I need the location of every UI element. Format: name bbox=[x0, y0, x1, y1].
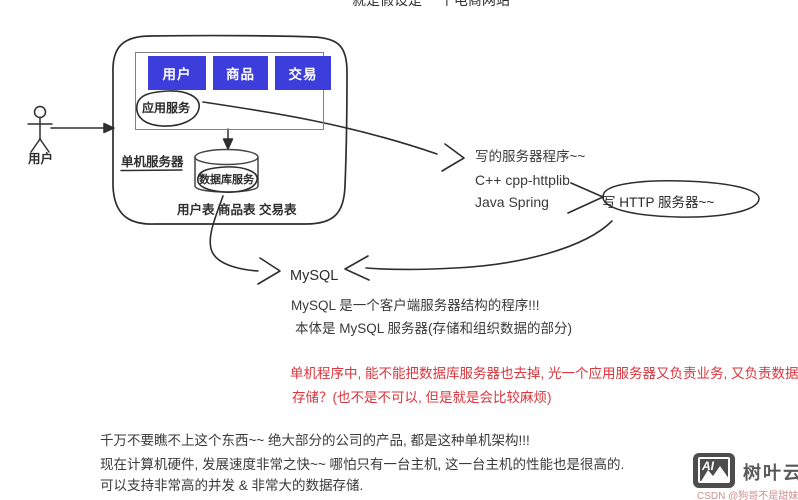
server-box-label: 单机服务器 bbox=[121, 155, 184, 169]
arrow-user-to-server bbox=[50, 122, 115, 134]
arrow-notes-to-http bbox=[567, 182, 604, 214]
page-title: 就是假设是 一个电商网站 bbox=[352, 0, 510, 8]
server-label-underline bbox=[120, 169, 183, 172]
actor-stick-figure bbox=[27, 105, 53, 153]
arrow-app-to-db bbox=[222, 128, 234, 150]
app-service-rect bbox=[135, 52, 324, 130]
note-cpp-httplib: C++ cpp-httplib bbox=[475, 172, 570, 188]
http-server-label: 写 HTTP 服务器~~ bbox=[602, 195, 715, 210]
brand-logo-icon: AI bbox=[693, 453, 735, 488]
app-service-label: 应用服务 bbox=[142, 101, 191, 115]
footer-note-line1: 千万不要瞧不上这个东西~~ 绝大部分的公司的产品, 都是这种单机架构!!! bbox=[100, 433, 530, 448]
note-server-program: 写的服务器程序~~ bbox=[475, 149, 586, 164]
csdn-watermark: CSDN @狗哥不是甜妹 bbox=[697, 491, 798, 500]
footer-note-line3: 可以支持非常高的并发 & 非常大的数据存储. bbox=[100, 478, 364, 493]
module-box-goods: 商品 bbox=[213, 56, 268, 90]
ai-logo-text: AI bbox=[702, 459, 714, 473]
footer-note-line2: 现在计算机硬件, 发展速度非常之快~~ 哪怕只有一台主机, 这一台主机的性能也是… bbox=[100, 457, 625, 472]
module-label-goods: 商品 bbox=[226, 67, 255, 82]
actor-label: 用户 bbox=[28, 152, 54, 166]
db-service-label: 数据库服务 bbox=[199, 174, 254, 186]
tables-label: 用户表 商品表 交易表 bbox=[177, 203, 297, 217]
module-label-trade: 交易 bbox=[288, 67, 318, 82]
warning-line1: 单机程序中, 能不能把数据库服务器也去掉, 光一个应用服务器又负责业务, 又负责… bbox=[290, 366, 798, 381]
brand-name: 树叶云 bbox=[743, 463, 798, 483]
mysql-desc-line2: 本体是 MySQL 服务器(存储和组织数据的部分) bbox=[295, 321, 572, 336]
arrow-http-to-mysql bbox=[344, 220, 613, 281]
mysql-label: MySQL bbox=[290, 268, 339, 284]
mountain-icon bbox=[701, 466, 728, 481]
photo-frame-icon: AI bbox=[698, 457, 730, 483]
warning-line2: 存储？(也不是不可以, 但是就是会比较麻烦) bbox=[292, 390, 552, 405]
module-box-user: 用户 bbox=[148, 56, 206, 90]
note-java-spring: Java Spring bbox=[475, 194, 549, 210]
module-label-user: 用户 bbox=[162, 67, 192, 82]
module-box-trade: 交易 bbox=[275, 56, 331, 90]
mysql-desc-line1: MySQL 是一个客户端服务器结构的程序!!! bbox=[291, 298, 540, 313]
